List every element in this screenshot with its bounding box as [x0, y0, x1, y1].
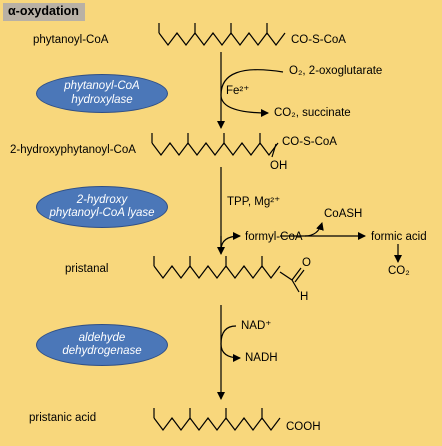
enzyme-hydroxyphytanoyl-coa-lyase: 2-hydroxy phytanoyl-CoA lyase — [36, 186, 168, 228]
step3-input-cofactor: NAD⁺ — [241, 320, 272, 332]
co-s-coa-group-2: CO-S-CoA — [282, 136, 337, 148]
co-s-coa-group-1: CO-S-CoA — [291, 34, 346, 46]
step2-arrow-hook — [220, 232, 241, 251]
aldehyde-h: H — [300, 291, 309, 303]
hydroxyphytanoyl-chain — [151, 133, 279, 156]
pristanic-acid-label: pristanic acid — [29, 412, 97, 424]
carbon-backbone — [158, 32, 286, 46]
coash-release-arrow — [304, 222, 324, 237]
step2-cofactors: TPP, Mg²⁺ — [227, 196, 281, 208]
cooh-group: COOH — [286, 421, 321, 433]
hydroxyphytanoyl-coa-label: 2-hydroxyphytanoyl-CoA — [10, 144, 136, 156]
step1-cofactor-curve — [220, 69, 284, 117]
pristanal-label: pristanal — [65, 263, 109, 275]
step3-output-cofactor: NADH — [245, 352, 278, 364]
phytanoyl-chain — [158, 23, 286, 46]
pristanal-chain — [153, 256, 281, 279]
carbonyl-double-bond — [291, 267, 305, 283]
aldehyde-o: O — [302, 257, 311, 269]
step1-output-cofactors: CO₂, succinate — [274, 107, 351, 119]
pristanic-chain — [153, 408, 281, 431]
step1-metal-cofactor: Fe²⁺ — [226, 85, 250, 97]
co2-label: CO₂ — [388, 265, 410, 277]
carbon-backbone — [153, 417, 281, 431]
section-title: α-oxydation — [3, 3, 85, 21]
formyl-coa-label: formyl-CoA — [245, 231, 303, 243]
formic-acid-label: formic acid — [371, 231, 427, 243]
aldehyde-h-bond — [291, 279, 300, 293]
carbon-backbone — [153, 265, 281, 279]
aldehyde-bond — [279, 271, 293, 281]
step1-input-cofactors: O₂, 2-oxoglutarate — [289, 65, 383, 77]
oh-group: OH — [270, 160, 288, 172]
step3-cofactor-curve — [220, 325, 241, 362]
phytanoyl-coa-label: phytanoyl-CoA — [33, 34, 109, 46]
enzyme-aldehyde-dehydrogenase: aldehyde dehydrogenase — [36, 324, 168, 366]
coash-label: CoASH — [324, 208, 363, 220]
enzyme-phytanoyl-coa-hydroxylase: phytanoyl-CoA hydroxylase — [36, 74, 168, 113]
oh-bond — [271, 143, 277, 158]
carbon-backbone — [151, 142, 279, 156]
